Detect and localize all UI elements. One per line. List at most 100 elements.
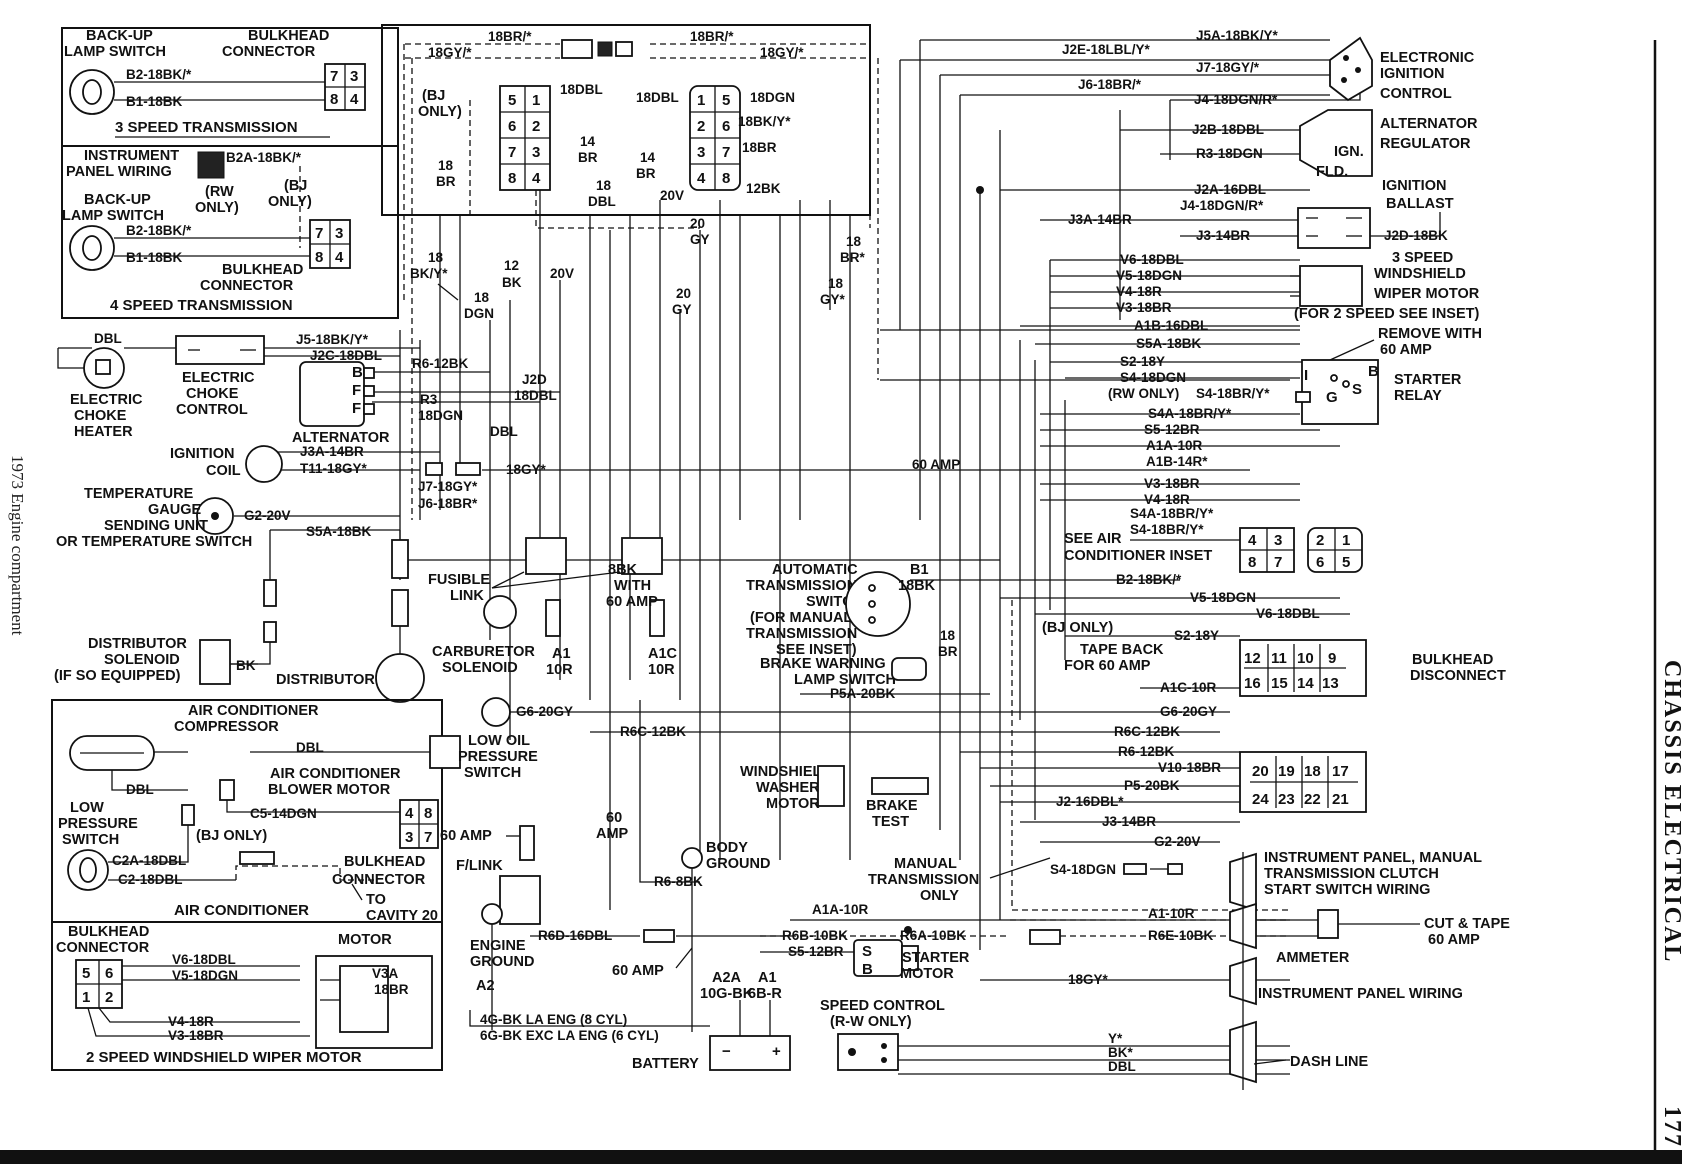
tape-back-label: TAPE BACK	[1080, 642, 1164, 658]
wire: 60 AMP	[912, 457, 960, 472]
pin: 4	[350, 91, 359, 108]
pin: 5	[82, 965, 90, 982]
reg-fld: FLD.	[1316, 164, 1348, 180]
wiper3-label-3: WIPER MOTOR	[1374, 286, 1480, 302]
sr-pin: I	[1304, 367, 1308, 384]
wire: 18BK/Y*	[738, 114, 791, 129]
pin: 7	[508, 144, 516, 161]
b1-label-2: 18BK	[898, 578, 936, 594]
pin: 4	[532, 170, 541, 187]
pin: 18	[1304, 763, 1321, 780]
oil-label: LOW OIL	[468, 733, 530, 749]
wire: J3A-14BR	[300, 444, 364, 459]
wire: S4A-18BR/Y*	[1130, 506, 1214, 521]
bj-label: (BJ	[422, 88, 445, 104]
wire: BR	[636, 166, 656, 181]
a1-label: A1	[552, 646, 571, 662]
wire: V4-18R	[168, 1014, 214, 1029]
pin: 1	[532, 92, 540, 109]
wiper-conn-label: BULKHEAD	[68, 924, 149, 940]
carb-label-2: SOLENOID	[442, 660, 518, 676]
wire: G6-20GY	[1160, 704, 1217, 719]
eic-label-3: CONTROL	[1380, 86, 1452, 102]
wire: 18BR/*	[690, 29, 734, 44]
wire: J2B-18DBL	[1192, 122, 1264, 137]
pin: 5	[1342, 554, 1350, 571]
wire: 12BK	[746, 181, 781, 196]
pin: 3	[335, 225, 343, 242]
wire: J6-18BR*	[418, 496, 478, 511]
wire: V3-18BR	[1144, 476, 1200, 491]
ac-title: AIR CONDITIONER	[174, 902, 309, 919]
wire: BK*	[1108, 1045, 1133, 1060]
wire: J7-18GY/*	[1196, 60, 1260, 75]
alternator-label: ALTERNATOR	[292, 430, 390, 446]
pin: 8	[508, 170, 516, 187]
wire: 18	[596, 178, 612, 193]
wire: V5-18DGN	[1116, 268, 1182, 283]
speed-ctrl-label-2: (R-W ONLY)	[830, 1014, 912, 1030]
pin: 3	[1274, 532, 1282, 549]
pin: 8	[1248, 554, 1256, 571]
wire: V6-18DBL	[1256, 606, 1320, 621]
wire: 20V	[550, 266, 574, 281]
wire: BK/Y*	[410, 266, 448, 281]
wire: S4-18DGN	[1120, 370, 1186, 385]
wire: R6A-10BK	[900, 928, 966, 943]
wire: S4-18DGN	[1050, 862, 1116, 877]
inline-plug-icon	[425, 462, 443, 476]
pin: 8	[315, 249, 323, 266]
lps-label-3: SWITCH	[62, 832, 119, 848]
pin: 15	[1271, 675, 1288, 692]
oil-switch-icon	[481, 697, 511, 727]
bj-only-2: ONLY)	[268, 194, 312, 210]
pin: 4	[697, 170, 706, 187]
temp-label-3: SENDING UNIT	[104, 518, 208, 534]
wire-b2a: B2A-18BK/*	[226, 150, 302, 165]
ats-label-4: (FOR MANUAL	[750, 610, 852, 626]
pin: 1	[1342, 532, 1350, 549]
wire: GY	[672, 302, 692, 317]
inline-fuse-icon	[1029, 929, 1061, 945]
wiper3-label-2: WINDSHIELD	[1374, 266, 1466, 282]
a1-label-2: 10R	[546, 662, 573, 678]
amp-label: 60 AMP	[440, 828, 492, 844]
wiper3-label-4: (FOR 2 SPEED SEE INSET)	[1294, 306, 1479, 322]
a1-label: A1	[758, 970, 777, 986]
choke-control-label: ELECTRIC	[182, 370, 255, 386]
wire: G6-20GY	[516, 704, 573, 719]
wire: S2-18Y	[1120, 354, 1165, 369]
pin: 22	[1304, 791, 1321, 808]
wire: J2D	[522, 372, 547, 387]
oil-label-2: PRESSURE	[458, 749, 538, 765]
wire: T11-18GY*	[300, 461, 368, 476]
right-parts: ELECTRONIC IGNITION CONTROL IGN. FLD. AL…	[1042, 36, 1510, 1090]
wire: 20	[676, 286, 691, 301]
wire: V6-18DBL	[1120, 252, 1184, 267]
pin: 4	[405, 805, 414, 822]
wire: 18GY*	[1068, 972, 1109, 987]
washer-label: WINDSHIELD	[740, 764, 832, 780]
pin: 3	[697, 144, 705, 161]
wire: DBL	[588, 194, 616, 209]
wire: V6-18DBL	[172, 952, 236, 967]
sr-pin: S	[1352, 381, 1362, 398]
distributor-solenoid-icon	[199, 639, 231, 685]
pin: 8	[722, 170, 730, 187]
backup-switch-label-2: LAMP SWITCH	[64, 44, 166, 60]
washer-label-3: MOTOR	[766, 796, 820, 812]
top-connector-box: 18BR/* 18BR/* 18GY/* 18GY/* (BJ ONLY) 5 …	[381, 24, 879, 520]
wire: BR	[578, 150, 598, 165]
body-ground-label: BODY	[706, 840, 748, 856]
pin: 8	[330, 91, 338, 108]
remove60-label: REMOVE WITH	[1378, 326, 1482, 342]
pin: 2	[532, 118, 540, 135]
ipw-label-2: PANEL WIRING	[66, 164, 172, 180]
mid-labels: 18 BK/Y* 18 DGN 12 BK 20V 20 GY 20 GY 18…	[234, 216, 1250, 539]
wire: R6B-10BK	[782, 928, 848, 943]
bj-only-label: (BJ ONLY)	[1042, 620, 1113, 636]
battery-neg-icon: −	[722, 1043, 731, 1060]
pin: 7	[330, 68, 338, 85]
pin: 16	[1244, 675, 1261, 692]
pin: 6	[105, 965, 113, 982]
